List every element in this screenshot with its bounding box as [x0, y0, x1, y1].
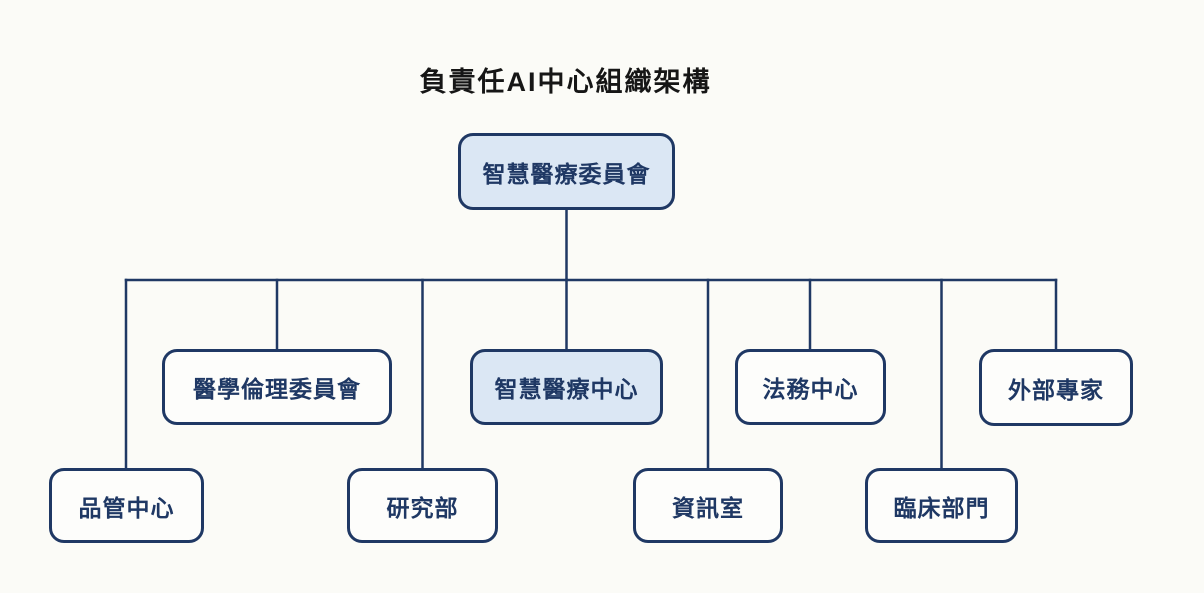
- node-information-office: 資訊室: [633, 468, 783, 543]
- chart-title: 負責任AI中心組織架構: [419, 67, 712, 97]
- node-smart-healthcare-committee: 智慧醫療委員會: [458, 133, 675, 210]
- node-clinical-departments: 臨床部門: [865, 468, 1018, 543]
- node-label: 資訊室: [672, 494, 744, 521]
- node-label: 研究部: [386, 494, 459, 521]
- node-label: 法務中心: [762, 376, 859, 402]
- node-label: 品管中心: [78, 494, 175, 521]
- node-legal-center: 法務中心: [735, 349, 886, 425]
- node-label: 智慧醫療委員會: [482, 160, 651, 187]
- node-label: 臨床部門: [893, 494, 990, 521]
- node-quality-management-center: 品管中心: [49, 468, 204, 543]
- node-label: 外部專家: [1008, 376, 1104, 403]
- node-external-experts: 外部專家: [979, 349, 1133, 426]
- node-research-department: 研究部: [347, 468, 498, 543]
- node-label: 醫學倫理委員會: [193, 376, 361, 402]
- node-label: 智慧醫療中心: [494, 376, 639, 402]
- node-medical-ethics-committee: 醫學倫理委員會: [162, 349, 392, 425]
- node-smart-healthcare-center: 智慧醫療中心: [470, 349, 663, 425]
